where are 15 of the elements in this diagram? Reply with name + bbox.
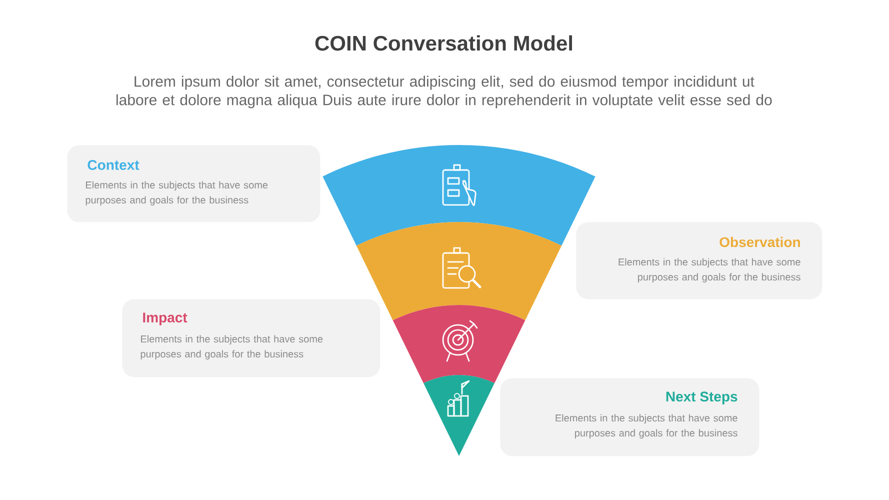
card xyxy=(122,299,380,378)
card-heading: Impact xyxy=(143,312,188,326)
card-description: Elements in the subjects that have some purposes and goals for the business xyxy=(140,335,323,360)
funnel-segment xyxy=(424,375,495,456)
card-description: Elements in the subjects that have some purposes and goals for the business xyxy=(556,414,738,438)
card-description: Elements in the subjects that have some purposes and goals for the business xyxy=(86,181,268,206)
card-description: Elements in the subjects that have some purposes and goals for the business xyxy=(618,258,800,282)
card-heading: Observation xyxy=(720,236,800,248)
funnel-segment xyxy=(392,304,526,384)
title: COIN Conversation Model xyxy=(315,35,572,51)
funnel-segment xyxy=(356,222,562,320)
card-heading: Next Steps xyxy=(666,392,738,404)
subtitle: Lorem ipsum dolor sit amet, consectetur adipiscing elit, sed do eiusmod tempor incididunt ut labore et dolore magna aliqua Duis aute irure dolor in reprehenderit in voluptate velit esse sed do xyxy=(116,76,772,108)
funnel-segment xyxy=(322,145,596,246)
card-heading: Context xyxy=(88,160,140,170)
